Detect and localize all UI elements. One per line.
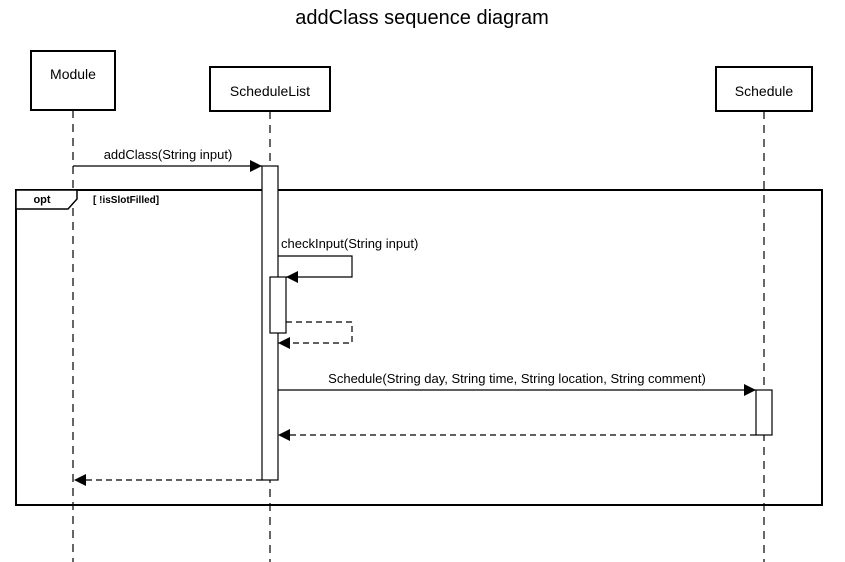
message-add-class-label: addClass(String input) [104, 147, 233, 162]
participant-schedule-label: Schedule [735, 83, 794, 99]
message-check-input-label: checkInput(String input) [281, 236, 418, 251]
opt-frame-operator: opt [33, 194, 50, 206]
activation-schedule [755, 389, 773, 436]
opt-frame-tag [15, 189, 78, 210]
opt-frame: opt [ !isSlotFilled] [15, 189, 823, 506]
participant-schedule-list: ScheduleList [209, 66, 331, 112]
participant-module: Module [30, 50, 116, 111]
activation-schedule-list-nested [269, 276, 287, 334]
message-check-input-arrow [278, 255, 353, 283]
participant-schedule: Schedule [715, 66, 813, 112]
participant-module-label: Module [50, 66, 96, 82]
diagram-title: addClass sequence diagram [295, 7, 549, 29]
return-check-input-arrow [278, 321, 353, 349]
message-schedule-constructor-label: Schedule(String day, String time, String… [328, 371, 706, 386]
participant-schedule-list-label: ScheduleList [230, 83, 310, 99]
opt-frame-guard: [ !isSlotFilled] [93, 195, 159, 206]
